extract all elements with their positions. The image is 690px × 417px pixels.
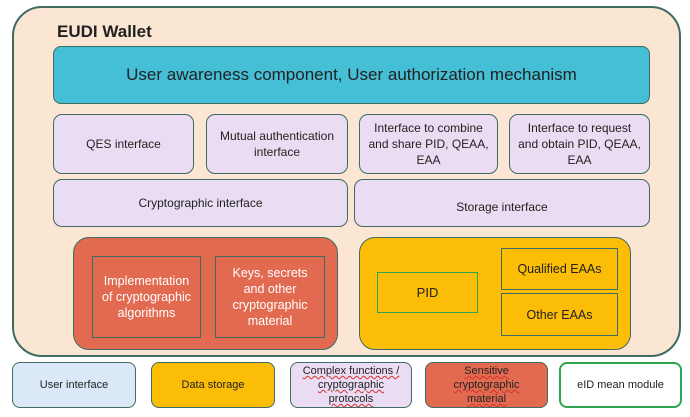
legend-complex-functions-label: Complex functions / cryptographic protoc… xyxy=(302,365,400,405)
cryptographic-interface: Cryptographic interface xyxy=(53,179,348,227)
pid-box: PID xyxy=(377,272,478,313)
keys-secrets-material: Keys, secrets and other cryptographic ma… xyxy=(215,256,325,338)
request-obtain-interface: Interface to request and obtain PID, QEA… xyxy=(509,114,650,174)
legend-user-interface: User interface xyxy=(12,362,136,408)
qualified-eaas-box: Qualified EAAs xyxy=(501,248,618,290)
wallet-title: EUDI Wallet xyxy=(57,22,152,41)
qes-interface: QES interface xyxy=(53,114,194,174)
legend-complex-functions: Complex functions / cryptographic protoc… xyxy=(290,362,412,408)
legend-sensitive-material: Sensitive cryptographic material xyxy=(425,362,548,408)
legend-data-storage: Data storage xyxy=(151,362,275,408)
mutual-authentication-interface: Mutual authentication interface xyxy=(206,114,348,174)
legend-sensitive-material-label: Sensitive cryptographic material xyxy=(453,365,520,405)
legend-eid-module: eID mean module xyxy=(559,362,682,408)
storage-interface: Storage interface xyxy=(354,179,650,227)
combine-share-interface: Interface to combine and share PID, QEAA… xyxy=(359,114,498,174)
user-awareness-component: User awareness component, User authoriza… xyxy=(53,46,650,104)
other-eaas-box: Other EAAs xyxy=(501,293,618,336)
cryptographic-algorithms-implementation: Implementation of cryptographic algorith… xyxy=(92,256,201,338)
